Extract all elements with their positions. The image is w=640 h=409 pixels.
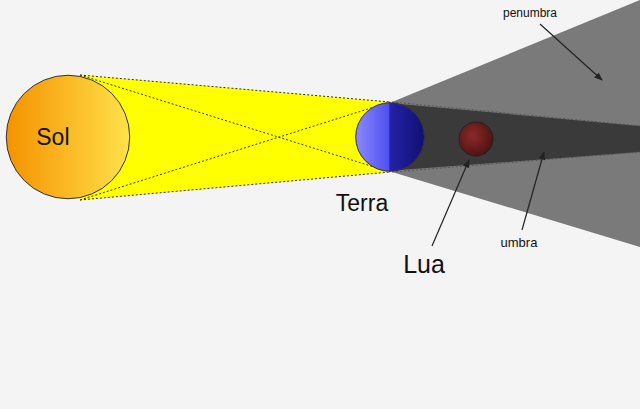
leader-line	[540, 24, 602, 80]
moon-label: Lua	[403, 252, 445, 277]
earth-node: Terra	[355, 102, 425, 172]
sun-node: Sol	[5, 74, 131, 200]
penumbra-region	[392, 0, 640, 247]
node-label: Terra	[336, 192, 388, 215]
moon-circle	[459, 122, 493, 156]
leader-line	[432, 160, 469, 246]
leader-line	[522, 152, 544, 230]
earth-shape	[355, 102, 425, 172]
node-label: Sol	[36, 126, 69, 149]
umbra-label: umbra	[501, 236, 538, 249]
penumbra-label: penumbra	[503, 7, 557, 19]
